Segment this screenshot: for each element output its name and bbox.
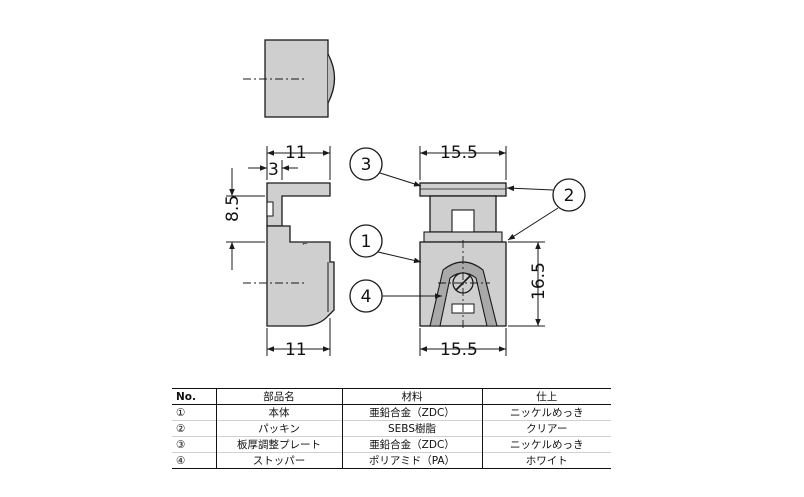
callout-3-leader [379,172,422,187]
callout-1-leader [377,251,422,264]
header-material: 材料 [341,388,482,405]
cell-finish: ニッケルめっき [481,404,611,421]
table-row: ① 本体 亜鉛合金（ZDC） ニッケルめっき [172,404,611,421]
callout-2-leader-b [507,207,559,241]
table-row: ② パッキン SEBS樹脂 クリアー [172,420,611,437]
cell-finish: ニッケルめっき [481,436,611,453]
callout-4-label: 4 [361,287,372,307]
dim-side-gap: 8.5 [223,195,243,222]
callout-2-circle [552,178,586,212]
callout-1-label: 1 [361,232,372,252]
cell-part: パッキン [215,420,342,437]
dim-side-top-width: 11 [285,143,307,163]
cell-no: ③ [172,436,216,453]
dim-front-height: 16.5 [529,262,549,300]
front-view-plate [419,182,507,197]
top-view-cap [327,53,336,104]
cell-material: ポリアミド（PA） [341,452,482,469]
dim-side-bottom-width: 11 [285,340,307,360]
callout-2-label: 2 [564,186,575,206]
cell-part: ストッパー [215,452,342,469]
cell-finish: ホワイト [481,452,611,469]
table-row: ④ ストッパー ポリアミド（PA） ホワイト [172,452,611,469]
callouts: 3 2 1 4 [349,147,586,313]
side-view-mark: ⌐ [302,240,308,248]
cell-no: ④ [172,452,216,469]
side-view-plate [266,182,331,227]
header-part-name: 部品名 [215,388,342,405]
technical-drawing: ⌐ 11 3 8.5 11 [223,39,586,360]
top-view [243,39,336,118]
cell-no: ① [176,406,186,419]
front-view: 15.5 16.5 15.5 [419,143,549,360]
front-view-window [451,209,475,233]
cell-finish: クリアー [481,420,611,437]
dim-front-bottom-width: 15.5 [440,340,478,360]
cell-material: 亜鉛合金（ZDC） [341,404,482,421]
table-header-row: No. 部品名 材料 仕上 [172,388,611,405]
cell-material: 亜鉛合金（ZDC） [341,436,482,453]
side-view-body [266,225,335,327]
table-row: ③ 板厚調整プレート 亜鉛合金（ZDC） ニッケルめっき [172,436,611,453]
callout-3-label: 3 [361,155,372,175]
callout-1-circle [349,224,383,258]
side-view-packing [266,201,274,217]
cell-part: 本体 [215,404,342,421]
dim-front-top-width: 15.5 [440,143,478,163]
side-view: ⌐ 11 3 8.5 11 [223,143,335,360]
cell-no: ② [172,420,216,437]
parts-table: No. 部品名 材料 仕上 ① 本体 亜鉛合金（ZDC） ニッケルめっき ② パ… [172,388,611,469]
front-view-stopper [429,261,498,327]
callout-3-circle [349,147,383,181]
dim-side-lip: 3 [268,160,279,180]
callout-2-leader-a [506,185,554,192]
cell-material: SEBS樹脂 [341,420,482,437]
header-finish: 仕上 [481,388,611,405]
header-no: No. [172,388,216,405]
cell-part: 板厚調整プレート [215,436,342,453]
